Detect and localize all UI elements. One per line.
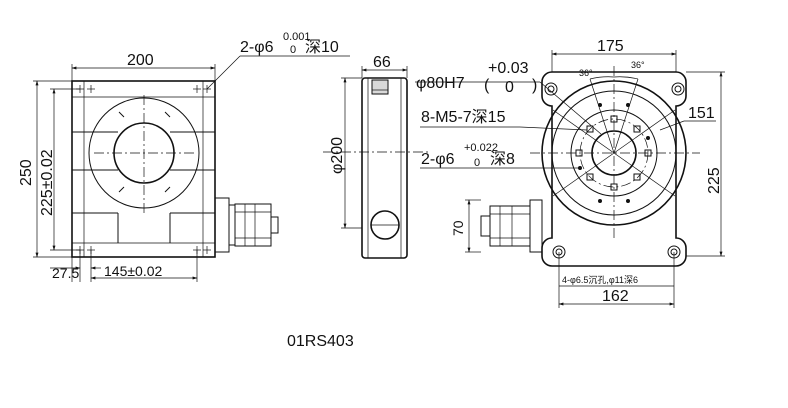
bore-tol-upper: +0.03 <box>488 60 529 77</box>
top-base-plate <box>541 71 687 267</box>
top-view: 70 175 36° 36° 225 162 4-φ6.5沉孔,φ11深6 15… <box>415 38 725 308</box>
pin-hole-tol-upper: 0.001 <box>283 31 311 43</box>
front-motor <box>214 197 279 253</box>
counterbore-label: 4-φ6.5沉孔,φ11深6 <box>562 275 638 285</box>
dim-height-225-top: 225 <box>706 167 723 194</box>
pin-label: 2-φ6 <box>421 151 455 168</box>
dim-motor-70: 70 <box>450 220 466 236</box>
corner-counterbores <box>544 82 685 259</box>
dim-height-250: 250 <box>18 159 35 186</box>
front-view: 200 250 225±0.02 27.5 145±0.02 2-φ6 0.00… <box>18 31 350 282</box>
bore-tol-lower: 0 <box>505 79 514 96</box>
pin-depth: 深8 <box>490 150 515 168</box>
bore-label: φ80H7 <box>416 75 465 92</box>
thread-label: 8-M5-7深15 <box>421 108 506 126</box>
front-view-outline <box>71 80 216 258</box>
angle-left: 36° <box>579 68 593 78</box>
pin-hole-tol-lower: 0 <box>290 44 296 56</box>
pin-tol-upper: +0.022 <box>464 142 498 154</box>
side-view: φ200 66 <box>323 54 430 259</box>
dim-145: 145±0.02 <box>104 263 163 279</box>
dim-width-162: 162 <box>602 288 629 305</box>
pin-hole-depth: 深10 <box>305 38 339 56</box>
dim-width-200: 200 <box>127 52 154 69</box>
side-top-block <box>371 79 389 95</box>
dim-height-225: 225±0.02 <box>39 149 56 216</box>
angle-right: 36° <box>631 60 645 70</box>
pin-tol-lower: 0 <box>474 157 480 169</box>
dim-pcd-151: 151 <box>688 105 715 122</box>
top-motor <box>480 199 543 253</box>
thread-holes <box>575 115 652 191</box>
bore-paren-open: ( <box>484 77 490 94</box>
dim-phi200: φ200 <box>329 137 346 174</box>
dim-width-66: 66 <box>373 54 391 71</box>
dim-width-175: 175 <box>597 38 624 55</box>
pin-hole-label: 2-φ6 <box>240 39 274 56</box>
dim-27-5: 27.5 <box>52 265 79 281</box>
side-view-outline <box>361 77 408 259</box>
model-label: 01RS403 <box>287 333 354 350</box>
bore-paren-close: ) <box>532 77 537 94</box>
